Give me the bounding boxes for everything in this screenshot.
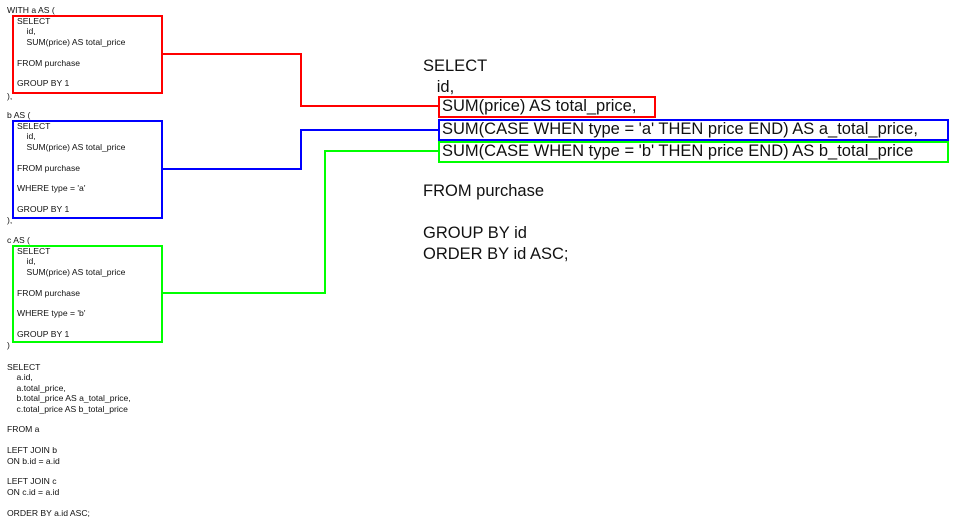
code-line: a.total_price, bbox=[7, 382, 66, 393]
cte-b-box bbox=[12, 120, 163, 219]
code-line: c.total_price AS b_total_price bbox=[7, 403, 128, 414]
cte-c-open: c AS ( bbox=[7, 235, 30, 245]
code-line: SUM(price) AS total_price bbox=[17, 266, 126, 277]
connector-c bbox=[163, 150, 438, 294]
right-group: GROUP BY id bbox=[423, 224, 527, 242]
cte-a-box bbox=[12, 15, 163, 94]
code-line: SELECT bbox=[17, 121, 51, 131]
right-order: ORDER BY id ASC; bbox=[423, 245, 569, 263]
code-line: SUM(price) AS total_price bbox=[17, 36, 126, 47]
code-line: ON b.id = a.id bbox=[7, 455, 60, 466]
code-line: LEFT JOIN b bbox=[7, 445, 57, 456]
cte-c-body: SELECT id, SUM(price) AS total_price FRO… bbox=[17, 246, 125, 340]
cte-b-open: b AS ( bbox=[7, 110, 31, 120]
cte-b-close: ), bbox=[7, 215, 13, 225]
right-a-line: SUM(CASE WHEN type = 'a' THEN price END)… bbox=[442, 120, 918, 138]
code-line: id, bbox=[17, 26, 36, 37]
cte-a-close: ), bbox=[7, 91, 13, 101]
code-line: SELECT bbox=[17, 16, 51, 26]
code-line bbox=[7, 414, 131, 424]
a-total-price-box bbox=[438, 119, 949, 141]
right-from: FROM purchase bbox=[423, 182, 545, 200]
right-id: id, bbox=[423, 78, 455, 96]
code-line: WHERE type = 'b' bbox=[17, 308, 86, 319]
code-line bbox=[7, 497, 131, 507]
code-line bbox=[17, 173, 125, 183]
b-total-price-box bbox=[438, 141, 949, 163]
code-line: FROM a bbox=[7, 424, 40, 435]
code-line: id, bbox=[17, 131, 36, 142]
code-line bbox=[7, 466, 131, 476]
code-line: SELECT bbox=[7, 362, 41, 372]
right-total-line: SUM(price) AS total_price, bbox=[442, 97, 637, 115]
cte-a-body: SELECT id, SUM(price) AS total_price FRO… bbox=[17, 16, 125, 89]
code-line: a.id, bbox=[7, 372, 33, 383]
code-line: FROM purchase bbox=[17, 57, 81, 68]
code-line bbox=[17, 298, 125, 308]
cte-c-close: ) bbox=[7, 340, 10, 350]
code-line: GROUP BY 1 bbox=[17, 204, 70, 215]
code-line bbox=[7, 435, 131, 445]
connector-b bbox=[163, 129, 438, 170]
code-line bbox=[17, 194, 125, 204]
code-line: ORDER BY a.id ASC; bbox=[7, 507, 90, 518]
code-line bbox=[17, 68, 125, 78]
code-line: GROUP BY 1 bbox=[17, 329, 70, 340]
cte-b-body: SELECT id, SUM(price) AS total_price FRO… bbox=[17, 121, 125, 215]
right-b-line: SUM(CASE WHEN type = 'b' THEN price END)… bbox=[442, 142, 914, 160]
right-select: SELECT bbox=[423, 57, 488, 75]
code-line: GROUP BY 1 bbox=[17, 78, 70, 89]
code-line bbox=[17, 152, 125, 162]
final-select: SELECT a.id, a.total_price, b.total_pric… bbox=[7, 362, 131, 518]
code-line bbox=[17, 47, 125, 57]
code-line: SELECT bbox=[17, 246, 51, 256]
code-line: SUM(price) AS total_price bbox=[17, 141, 126, 152]
code-line: b.total_price AS a_total_price, bbox=[7, 393, 131, 404]
code-line bbox=[17, 277, 125, 287]
connector-a bbox=[163, 53, 438, 107]
code-line: ON c.id = a.id bbox=[7, 486, 60, 497]
cte-a-open: WITH a AS ( bbox=[7, 5, 55, 15]
code-line bbox=[17, 319, 125, 329]
code-line: FROM purchase bbox=[17, 287, 81, 298]
code-line: LEFT JOIN c bbox=[7, 476, 57, 487]
code-line: id, bbox=[17, 256, 36, 267]
code-line: WHERE type = 'a' bbox=[17, 183, 86, 194]
code-line: FROM purchase bbox=[17, 162, 81, 173]
total-price-box bbox=[438, 96, 656, 118]
cte-c-box bbox=[12, 245, 163, 343]
